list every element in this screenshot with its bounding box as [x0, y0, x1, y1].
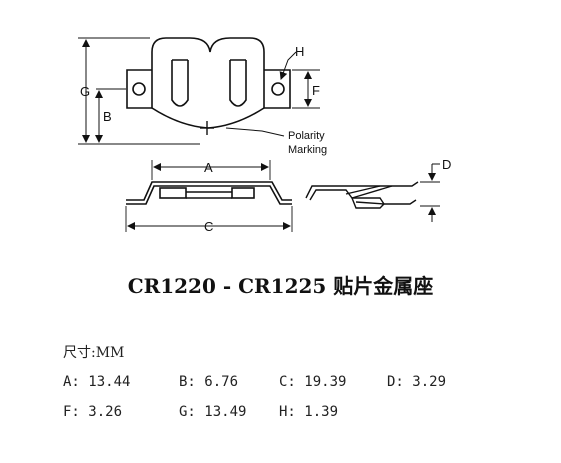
dimension-label-b: B	[103, 109, 112, 124]
side-view-outline	[305, 181, 419, 209]
polarity-note-line-1: Polarity	[288, 130, 325, 142]
spec-d: D: 3.29	[387, 374, 447, 390]
technical-drawing: G B F H Polarity Marking A C	[78, 37, 451, 234]
dimension-label-g: G	[80, 84, 90, 99]
spec-g: G: 13.49	[179, 404, 247, 420]
spec-c: C: 19.39	[279, 374, 347, 390]
spec-f: F: 3.26	[63, 404, 123, 420]
unit-label: 尺寸:MM	[63, 345, 125, 361]
spec-a: A: 13.44	[63, 374, 131, 390]
dimension-h-leader	[279, 51, 297, 80]
front-view-outline	[126, 181, 292, 205]
dimension-label-d: D	[442, 157, 451, 172]
spec-b: B: 6.76	[179, 374, 239, 390]
dimension-label-f: F	[312, 83, 320, 98]
spec-h: H: 1.39	[279, 404, 339, 420]
product-title: CR1220 - CR1225 贴片金属座	[127, 274, 434, 298]
dimension-label-a: A	[204, 160, 213, 175]
top-view-outline	[126, 37, 291, 129]
polarity-note-line-2: Marking	[288, 144, 327, 156]
dimension-label-c: C	[204, 219, 213, 234]
dimension-label-h: H	[295, 44, 304, 59]
polarity-leader-line	[225, 127, 285, 137]
polarity-plus-icon	[200, 121, 214, 135]
